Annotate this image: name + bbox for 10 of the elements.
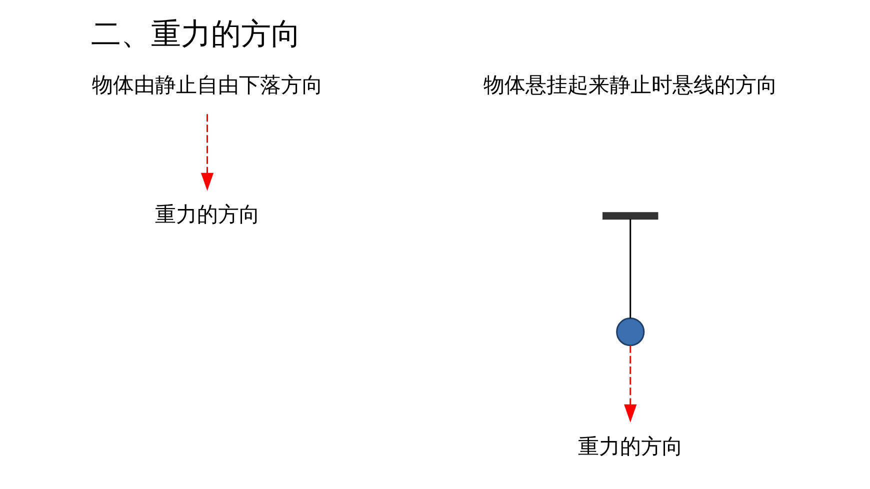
node-text: 物体由静止自由下落方向 [92, 72, 323, 97]
arrow [624, 345, 637, 423]
node-text: 重力的方向 [154, 201, 260, 226]
diagram-title: 二、重力的方向 [90, 17, 301, 52]
node-bar [602, 212, 658, 220]
arrow [200, 114, 214, 191]
node-text: 重力的方向 [578, 433, 683, 458]
node-circle [616, 318, 645, 346]
label: 物体悬挂起来静止时悬线的方向 [483, 72, 778, 97]
connector [630, 219, 632, 318]
